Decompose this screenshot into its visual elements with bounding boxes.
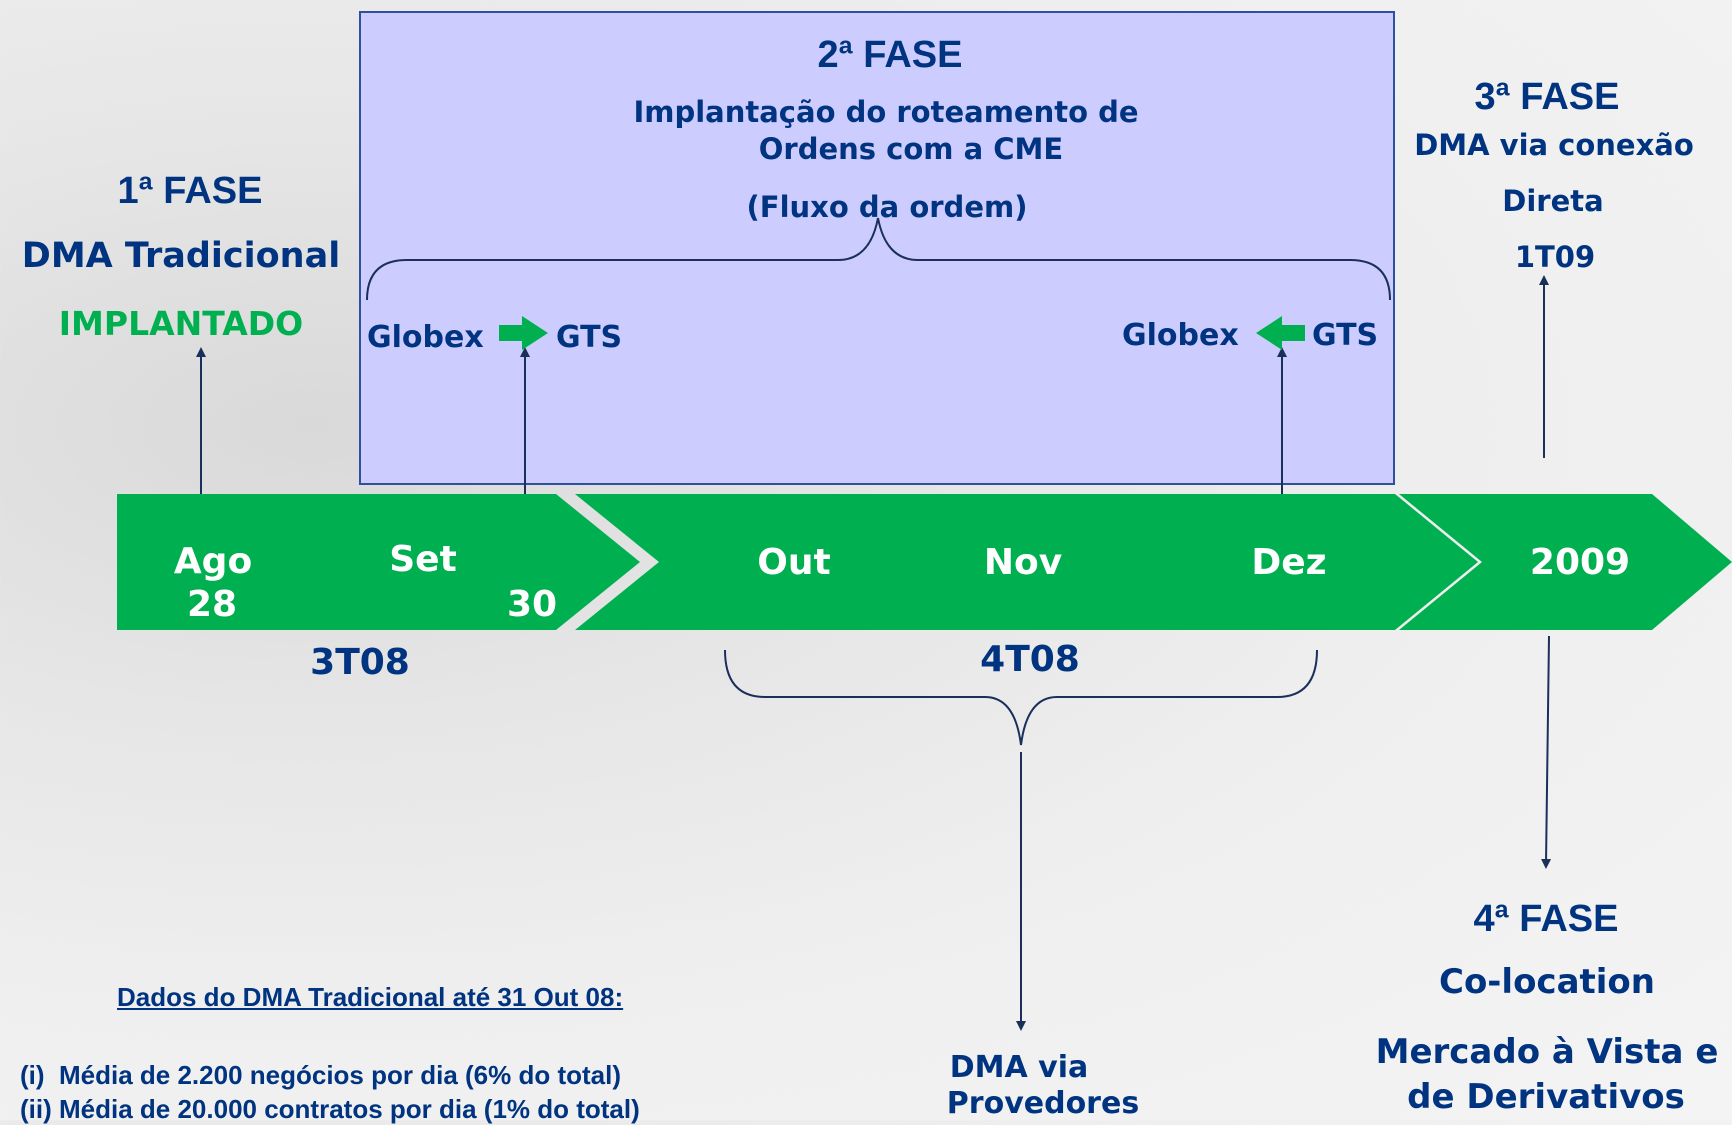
brace-4t08	[724, 649, 1318, 746]
stats-heading: Dados do DMA Tradicional até 31 Out 08:	[117, 982, 624, 1012]
timeline-segment-4t08	[575, 494, 1478, 630]
stats-item-2: (ii) Média de 20.000 contratos por dia (…	[20, 1094, 640, 1124]
phase2-line1: Implantação do roteamento de	[633, 95, 1139, 129]
providers-line2: Provedores	[946, 1086, 1140, 1121]
arrow-right-icon	[499, 316, 548, 350]
phase2-line2: Ordens com a CME	[758, 132, 1064, 166]
gts-label-right: GTS	[1312, 318, 1379, 353]
quarter-4t08: 4T08	[980, 639, 1080, 680]
brace-order-flow	[366, 217, 1391, 301]
phase4-line2: Mercado à Vista e	[1375, 1032, 1719, 1072]
phase2-box	[359, 11, 1395, 485]
year-2009: 2009	[1529, 542, 1631, 583]
phase4-line3: de Derivativos	[1407, 1077, 1685, 1117]
phase3-title: 3ª FASE	[1474, 76, 1620, 118]
quarter-3t08: 3T08	[310, 642, 410, 683]
globex-label-right: Globex	[1122, 318, 1239, 353]
phase4-line1: Co-location	[1438, 962, 1656, 1002]
phase3-line1: DMA via conexão	[1414, 128, 1694, 162]
gts-label-left: GTS	[556, 320, 623, 355]
phase3-line2: Direta	[1502, 184, 1604, 218]
month-nov: Nov	[983, 542, 1063, 583]
stats-item-1: (i) Média de 2.200 negócios por dia (6% …	[20, 1060, 621, 1090]
timeline-segment-2009	[1399, 494, 1732, 630]
phase4-title: 4ª FASE	[1473, 898, 1619, 940]
month-out: Out	[757, 542, 831, 583]
phase2-title: 2ª FASE	[817, 34, 963, 76]
phase1-status: IMPLANTADO	[58, 304, 304, 343]
month-set: Set	[389, 539, 457, 580]
month-dez: Dez	[1251, 542, 1327, 583]
phase2-line3: (Fluxo da ordem)	[746, 190, 1028, 224]
month-ago: Ago	[173, 541, 253, 582]
phase1-subtitle: DMA Tradicional	[21, 236, 341, 276]
phase3-line3: 1T09	[1514, 240, 1596, 274]
arrow-phase4	[1541, 635, 1552, 869]
timeline-segment-3t08	[117, 494, 640, 630]
globex-label-left: Globex	[367, 320, 484, 355]
day-28: 28	[186, 584, 238, 625]
phase1-title: 1ª FASE	[117, 170, 263, 212]
providers-line1: DMA via	[949, 1050, 1089, 1085]
arrow-left-icon	[1256, 316, 1305, 350]
day-30: 30	[506, 584, 558, 625]
